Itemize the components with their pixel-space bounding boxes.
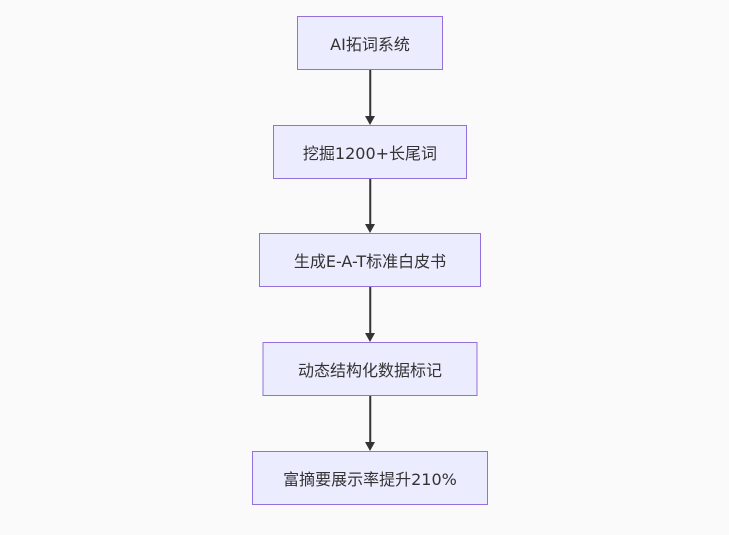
arrow-head-icon (365, 442, 375, 451)
flow-node-n4: 动态结构化数据标记 (262, 342, 478, 396)
arrow-line (369, 70, 371, 118)
arrow-line (369, 396, 371, 444)
arrow-line (369, 179, 371, 226)
arrow-line (369, 287, 371, 335)
flow-node-n5: 富摘要展示率提升210% (252, 451, 488, 505)
arrow-head-icon (365, 224, 375, 233)
flow-edge-n3-n4 (364, 287, 376, 342)
flow-node-n1: AI拓词系统 (297, 16, 443, 70)
arrow-head-icon (365, 333, 375, 342)
flow-node-n2: 挖掘1200+长尾词 (273, 125, 467, 179)
flow-edge-n2-n3 (364, 179, 376, 233)
flow-edge-n4-n5 (364, 396, 376, 451)
flow-edge-n1-n2 (364, 70, 376, 125)
flow-node-n3: 生成E-A-T标准白皮书 (259, 233, 481, 287)
arrow-head-icon (365, 116, 375, 125)
